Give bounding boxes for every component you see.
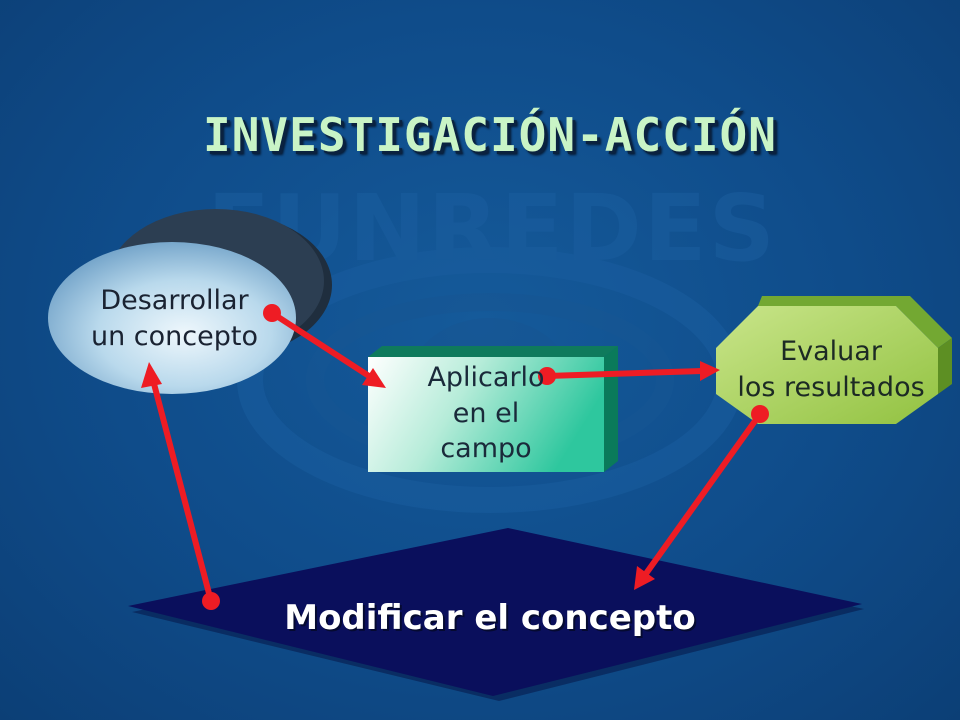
arrow-desarrollar-to-aplicarlo [270, 310, 374, 381]
desarrollar-line-1: Desarrollar [100, 285, 249, 316]
arrow-evaluar-to-modificar [642, 412, 763, 577]
aplicarlo-line-1: Aplicarlo [427, 362, 545, 393]
arrow-aplicarlo-to-evaluar [546, 368, 703, 379]
arrowhead-modificar [634, 566, 655, 590]
slide-title: INVESTIGACIÓN-ACCIÓN [203, 108, 777, 162]
evaluar-line-1: Evaluar [780, 336, 882, 367]
modificar-label: Modificar el concepto [284, 598, 696, 638]
desarrollar-label: Desarrollar un concepto [62, 283, 287, 354]
evaluar-line-2: los resultados [737, 371, 925, 403]
dot-evaluar [751, 405, 769, 423]
aplicarlo-line-2: en el [452, 397, 520, 429]
dot-modificar [202, 592, 220, 610]
dot-aplicarlo [538, 367, 556, 385]
modificar-diamond[interactable] [128, 528, 864, 701]
arrowhead-desarrollar [141, 362, 162, 388]
aplicarlo-label: Aplicarlo en el campo [366, 360, 606, 467]
connector-arrows [141, 304, 769, 610]
evaluar-octagon[interactable] [716, 296, 952, 424]
arrowhead-aplicarlo [362, 368, 386, 388]
aplicarlo-line-3: campo [440, 433, 532, 465]
arrow-modificar-to-desarrollar [150, 379, 214, 602]
arrowhead-evaluar [700, 361, 720, 381]
desarrollar-line-2: un concepto [91, 320, 258, 352]
dot-desarrollar [263, 304, 281, 322]
evaluar-label: Evaluar los resultados [712, 334, 950, 405]
